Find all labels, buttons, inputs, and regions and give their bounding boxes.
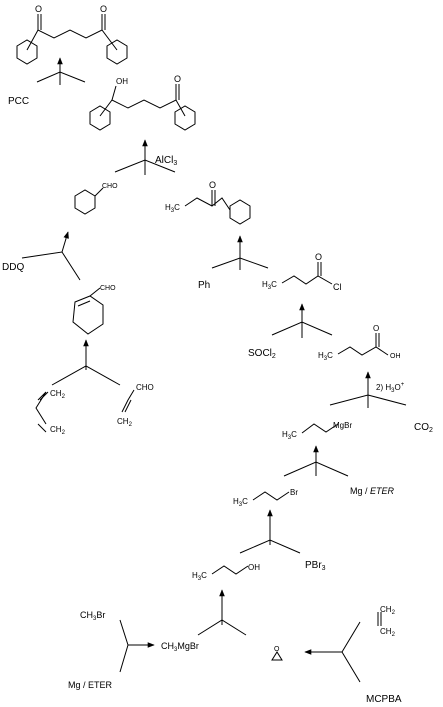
mcpba-label: MCPBA (366, 694, 402, 705)
hydroxyl-label: OH (248, 563, 260, 572)
carbonyl-o-label: O (35, 4, 42, 14)
carbonyl-o-label: O (373, 324, 379, 333)
cyclohexene-carbaldehyde-structure: CHO (72, 285, 116, 335)
hydroxy-ketone-structure: OH O (89, 74, 196, 131)
diels-alder-step (51, 339, 121, 386)
ch2-label: CH2 (380, 627, 396, 638)
mg-eter-label: Mg / ETER (68, 680, 113, 690)
carbonyl-o-label: O (315, 252, 322, 262)
socl2-step: SOCl2 (248, 303, 333, 360)
bromopropane-structure: H3C Br (233, 488, 298, 508)
ddq-step: DDQ (2, 231, 81, 281)
ch3mgbr-label: CH3MgBr (161, 641, 199, 653)
ch3br-label: CH3Br (80, 610, 105, 622)
cho-label: CHO (102, 183, 118, 190)
pcc-label: PCC (8, 96, 29, 107)
butanoic-acid-structure: H3C O OH (318, 324, 401, 362)
epoxide-opening-step (197, 589, 247, 636)
h3c-label: H3C (192, 571, 207, 582)
h3c-label: H3C (318, 351, 333, 362)
ethylene-oxide-structure: O (271, 646, 283, 661)
h3c-label: H3C (262, 280, 277, 291)
h3c-label: H3C (282, 430, 297, 441)
butyrophenone-structure: H3C O (165, 180, 251, 225)
hydroxyl-label: OH (116, 77, 128, 86)
chlorine-label: Cl (333, 282, 342, 292)
ch2-label: CH2 (380, 605, 396, 616)
co2-label: CO2 (414, 422, 433, 434)
hydroxyl-label: OH (390, 353, 401, 360)
propanol-structure: H3C OH (192, 563, 260, 582)
h3c-label: H3C (233, 497, 248, 508)
ethylene-structure: CH2 CH2 (377, 605, 396, 638)
pbr3-step: PBr3 (239, 509, 326, 572)
ddq-label: DDQ (2, 262, 24, 273)
alcl3-label: AlCl3 (155, 155, 177, 167)
ch2-label: CH2 (50, 389, 66, 400)
carbonyl-o-label: O (100, 4, 107, 14)
butadiene-structure: CH2 CH2 (35, 389, 66, 436)
ch2-label: CH2 (50, 425, 66, 436)
carboxylation-step: 2) H3O+ CO2 (329, 371, 433, 434)
epoxide-o-label: O (274, 646, 280, 653)
benzaldehyde-structure: CHO (74, 183, 118, 215)
grignard-formation-step: Mg / ETER (283, 445, 395, 496)
friedel-crafts-step: AlCl3 (114, 139, 177, 175)
h3o-label: 2) H3O+ (376, 382, 405, 394)
ph-label: Ph (198, 280, 210, 291)
carbonyl-o-label: O (209, 180, 216, 190)
epoxidation-step: MCPBA (304, 621, 402, 705)
cho-label: CHO (136, 383, 154, 392)
butanoyl-chloride-structure: H3C O Cl (262, 252, 342, 292)
pcc-step: PCC (8, 57, 86, 107)
ph-step: Ph (198, 235, 269, 291)
carbonyl-o-label: O (174, 74, 181, 84)
propyl-grignard-structure: H3C MgBr (282, 421, 352, 441)
diketone-structure: O O (16, 4, 128, 65)
cho-label: CHO (100, 285, 116, 292)
bromine-label: Br (290, 488, 298, 497)
pbr3-label: PBr3 (305, 560, 326, 572)
h3c-label: H3C (165, 203, 180, 214)
ch2-label: CH2 (117, 417, 133, 428)
acrolein-structure: CHO CH2 (117, 383, 154, 428)
socl2-label: SOCl2 (248, 348, 276, 360)
methyl-grignard-step: CH3Br Mg / ETER CH3MgBr (68, 610, 199, 690)
mgbr-label: MgBr (333, 421, 352, 430)
mg-eter-label: Mg / ETER (350, 486, 395, 496)
